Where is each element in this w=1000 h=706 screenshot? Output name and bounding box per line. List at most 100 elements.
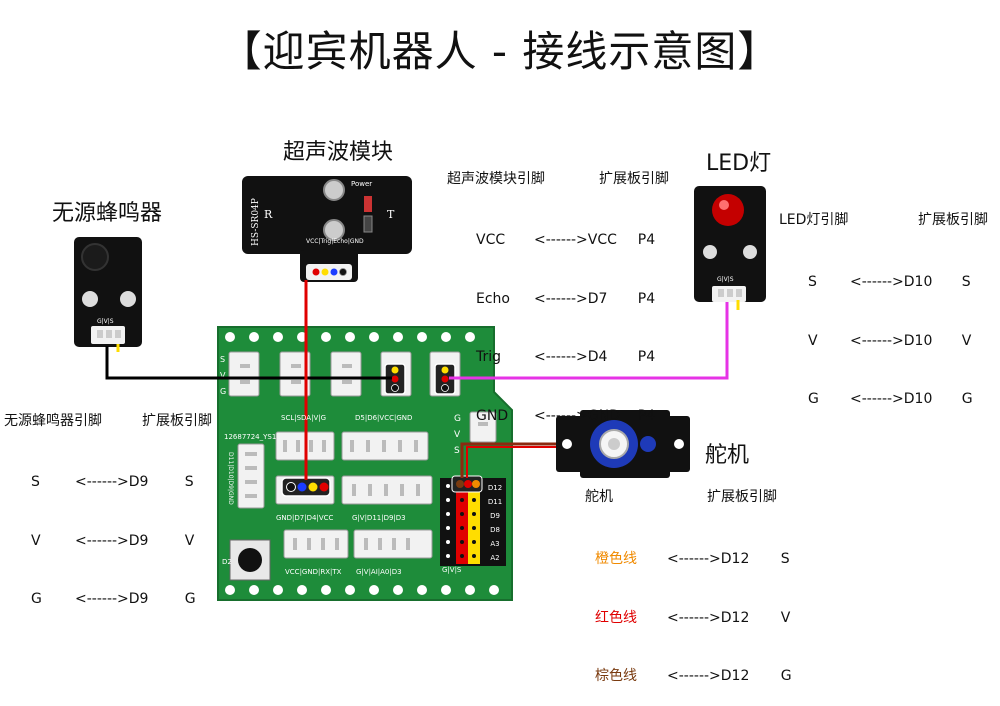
led-module bbox=[694, 186, 766, 302]
port: G bbox=[961, 391, 973, 407]
servo-table-header-left: 舵机 bbox=[585, 489, 613, 505]
shield-row1-right: D5|D6|VCC|GND bbox=[355, 414, 413, 422]
pin-label: D8 bbox=[490, 526, 500, 534]
target: GND bbox=[587, 407, 620, 424]
ultrasonic-label: 超声波模块 bbox=[283, 140, 394, 165]
pin-name: G bbox=[808, 391, 819, 407]
table-row: Echo <------>D7 P4 bbox=[476, 290, 655, 310]
svg-text:V: V bbox=[220, 371, 226, 380]
right-pin-labels: D12 D11 D9 D8 A3 A2 bbox=[484, 481, 506, 565]
port: S bbox=[961, 274, 971, 290]
arrow: <------> bbox=[534, 407, 588, 424]
table-row: V <------>D10 V bbox=[808, 332, 973, 352]
port: P4 bbox=[637, 349, 656, 365]
buzzer-pins-label: G|V|S bbox=[97, 318, 114, 325]
target: D12 bbox=[720, 668, 750, 684]
ultrasonic-power-label: Power bbox=[351, 180, 373, 188]
svg-text:G: G bbox=[454, 414, 461, 424]
svg-text:S: S bbox=[220, 355, 225, 364]
arrow: <------> bbox=[75, 532, 129, 549]
shield-side-left: D11|D10|D9|GND bbox=[227, 452, 234, 505]
expansion-shield: SVG GVS bbox=[217, 326, 513, 601]
port: S bbox=[184, 474, 194, 490]
target: D9 bbox=[128, 532, 149, 549]
target: D9 bbox=[128, 591, 149, 607]
pin-name: V bbox=[808, 332, 818, 349]
target: D9 bbox=[128, 474, 149, 490]
target: D12 bbox=[720, 609, 750, 626]
pin-name: Echo bbox=[476, 290, 510, 307]
target: D12 bbox=[720, 551, 750, 567]
target: D7 bbox=[587, 290, 608, 307]
arrow: <------> bbox=[534, 232, 588, 248]
pin-name: V bbox=[31, 532, 41, 549]
target: D10 bbox=[903, 274, 933, 290]
port: G bbox=[780, 668, 792, 684]
pin-label: D9 bbox=[490, 512, 500, 520]
table-row: S <------>D10 S bbox=[808, 273, 973, 293]
led-table-header-left: LED灯引脚 bbox=[779, 212, 849, 228]
target: D10 bbox=[903, 332, 933, 349]
buzzer-table-header-left: 无源蜂鸣器引脚 bbox=[4, 413, 102, 429]
port: V bbox=[961, 332, 972, 349]
pin-name: Trig bbox=[476, 349, 502, 365]
pin-name: 红色线 bbox=[595, 609, 637, 626]
servo-table-header-right: 扩展板引脚 bbox=[707, 489, 777, 505]
pin-label: D11 bbox=[487, 498, 503, 506]
port: P4 bbox=[637, 290, 656, 307]
pin-label: A2 bbox=[490, 554, 500, 562]
svg-text:G: G bbox=[220, 387, 226, 396]
port: V bbox=[780, 609, 791, 626]
table-row: G <------>D10 G bbox=[808, 390, 973, 410]
ultrasonic-module: R T bbox=[242, 176, 412, 282]
target: D10 bbox=[903, 391, 933, 407]
pin-name: 橙色线 bbox=[595, 551, 637, 567]
shield-row2-left: GND|D7|D4|VCC bbox=[276, 514, 334, 522]
arrow: <------> bbox=[850, 332, 904, 349]
servo-module bbox=[556, 410, 690, 478]
led-pins-label: G|V|S bbox=[717, 276, 734, 283]
port: S bbox=[780, 551, 790, 567]
target: VCC bbox=[587, 232, 617, 248]
pin-name: S bbox=[808, 274, 817, 290]
buzzer-label: 无源蜂鸣器 bbox=[52, 201, 163, 226]
arrow: <------> bbox=[75, 474, 129, 490]
ultrasonic-model: HS-SR04P bbox=[251, 198, 261, 246]
svg-text:R: R bbox=[264, 208, 273, 221]
shield-row3-left: VCC|GND|RX|TX bbox=[285, 568, 342, 576]
arrow: <------> bbox=[534, 290, 588, 307]
pin-name: VCC bbox=[476, 232, 506, 248]
led-label: LED灯 bbox=[706, 151, 772, 176]
port: G bbox=[184, 591, 196, 607]
servo-label: 舵机 bbox=[705, 443, 750, 468]
pin-label: D12 bbox=[487, 484, 503, 492]
port: P4 bbox=[637, 232, 656, 248]
table-row: 红色线 <------>D12 V bbox=[595, 609, 792, 629]
wiring-diagram: SVG GVS bbox=[74, 176, 766, 601]
shield-row1-left: SCL|SDA|V|G bbox=[281, 414, 327, 422]
button-label: D2 bbox=[222, 558, 232, 566]
shield-bottom-gvs: G|V|S bbox=[442, 566, 462, 574]
arrow: <------> bbox=[667, 609, 721, 626]
led-table-header-right: 扩展板引脚 bbox=[918, 212, 988, 228]
arrow: <------> bbox=[850, 274, 904, 290]
arrow: <------> bbox=[850, 391, 904, 407]
table-row: V <------>D9 V bbox=[31, 532, 196, 552]
arrow: <------> bbox=[75, 591, 129, 607]
arrow: <------> bbox=[667, 668, 721, 684]
ultrasonic-pins-label: VCC|Trig|Echo|GND bbox=[306, 238, 364, 245]
pin-name: GND bbox=[476, 407, 509, 424]
board-id: 12687724_YS1 bbox=[224, 433, 277, 441]
port: V bbox=[184, 532, 195, 549]
shield-row2-right: G|V|D11|D9|D3 bbox=[352, 514, 406, 522]
